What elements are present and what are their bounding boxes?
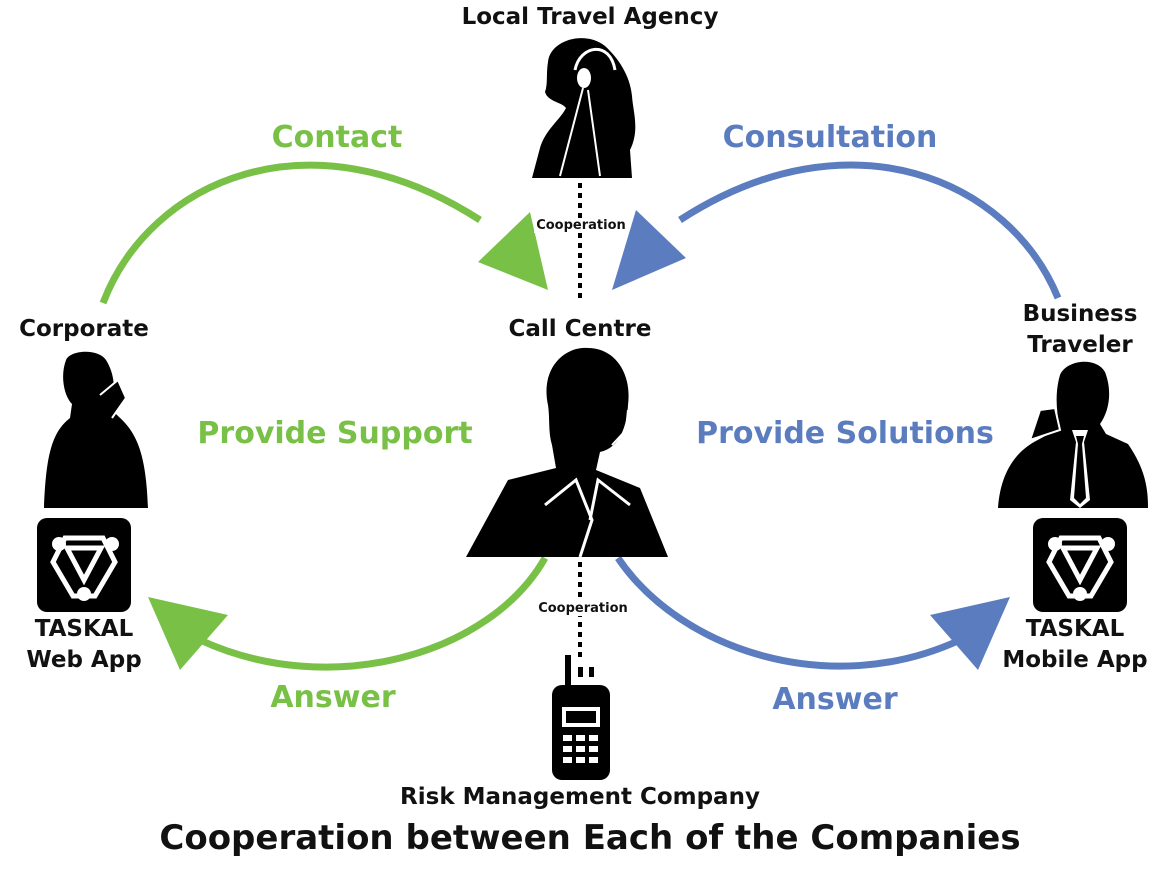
headset-woman-icon xyxy=(532,38,636,179)
taskal-mobile-app-line1: TASKAL xyxy=(1025,616,1125,642)
provide-solutions-label: Provide Solutions xyxy=(696,416,994,451)
contact-arrow xyxy=(99,161,482,305)
cooperation-top-label: Cooperation xyxy=(534,218,628,233)
consultation-arrowhead xyxy=(612,210,686,290)
provide-support-label: Provide Support xyxy=(197,416,473,451)
taskal-web-app-line1: TASKAL xyxy=(34,616,134,642)
corporate-label: Corporate xyxy=(19,316,149,342)
taskal-web-app-line2: Web App xyxy=(26,647,142,673)
taskal-web-app-label: TASKAL Web App xyxy=(2,614,166,676)
consultation-arrow xyxy=(678,161,1062,300)
taskal-web-logo-icon xyxy=(37,518,131,612)
taskal-mobile-logo-icon xyxy=(1033,518,1127,612)
diagram-title: Cooperation between Each of the Companie… xyxy=(159,818,1021,858)
phone-businessman-icon xyxy=(44,351,148,508)
consultation-label: Consultation xyxy=(722,120,938,155)
taskal-mobile-app-label: TASKAL Mobile App xyxy=(995,614,1155,676)
contact-arrowhead xyxy=(478,212,548,290)
answer-left-arrowhead xyxy=(148,597,228,670)
headset-agent-icon xyxy=(466,347,668,558)
business-traveler-label: Business Traveler xyxy=(1022,301,1138,358)
phone-traveler-icon xyxy=(998,361,1148,508)
cooperation-bottom-label: Cooperation xyxy=(536,601,630,616)
answer-left-arrow xyxy=(198,556,549,671)
taskal-mobile-app-line2: Mobile App xyxy=(1002,647,1148,673)
contact-label: Contact xyxy=(271,120,403,155)
call-centre-label: Call Centre xyxy=(508,316,652,342)
radio-transceiver-icon xyxy=(552,655,610,780)
answer-left-label: Answer xyxy=(270,680,396,715)
answer-right-arrowhead xyxy=(930,597,1010,670)
answer-right-label: Answer xyxy=(772,682,898,717)
answer-right-arrow xyxy=(615,556,962,670)
local-travel-agency-label: Local Travel Agency xyxy=(461,4,719,30)
risk-management-label: Risk Management Company xyxy=(400,784,760,810)
